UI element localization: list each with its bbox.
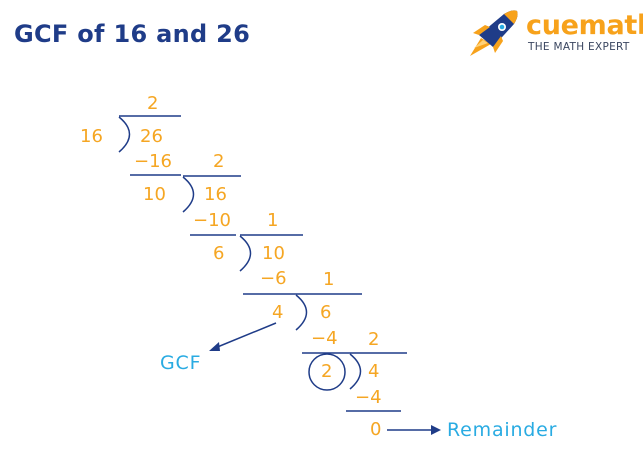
divisor-2: 10 [143, 184, 166, 205]
dividend-1: 26 [140, 126, 163, 147]
arrow-icon [214, 322, 277, 349]
subtract-1: −16 [134, 151, 172, 172]
quotient-4: 1 [323, 269, 335, 290]
rocket-icon [470, 10, 518, 56]
division-bracket [118, 116, 131, 153]
subtract-4: −4 [311, 328, 338, 349]
division-bracket [239, 235, 252, 272]
gcf-label: GCF [160, 352, 202, 374]
division-bracket [182, 176, 195, 213]
division-bracket [349, 353, 362, 390]
page-title: GCF of 16 and 26 [14, 20, 251, 48]
cuemath-logo: cuemath THE MATH EXPERT [462, 8, 643, 60]
divisor-1: 16 [80, 126, 103, 147]
final-remainder: 0 [370, 419, 382, 440]
quotient-2: 2 [213, 151, 225, 172]
divisor-5: 2 [321, 361, 333, 382]
subtract-2: −10 [193, 210, 231, 231]
remainder-label: Remainder [447, 419, 558, 441]
divisor-4: 4 [272, 302, 284, 323]
dividend-2: 16 [204, 184, 227, 205]
subtract-3: −6 [260, 268, 287, 289]
quotient-5: 2 [368, 329, 380, 350]
dividend-4: 6 [320, 302, 332, 323]
divisor-3: 6 [213, 243, 225, 264]
subtract-5: −4 [355, 387, 382, 408]
division-bracket [295, 294, 308, 331]
dividend-5: 4 [368, 361, 380, 382]
circle-icon [308, 353, 346, 391]
brand-tagline: THE MATH EXPERT [528, 41, 630, 53]
quotient-3: 1 [267, 210, 279, 231]
dividend-3: 10 [262, 243, 285, 264]
brand-name: cuemath [526, 10, 643, 41]
quotient-1: 2 [147, 93, 159, 114]
